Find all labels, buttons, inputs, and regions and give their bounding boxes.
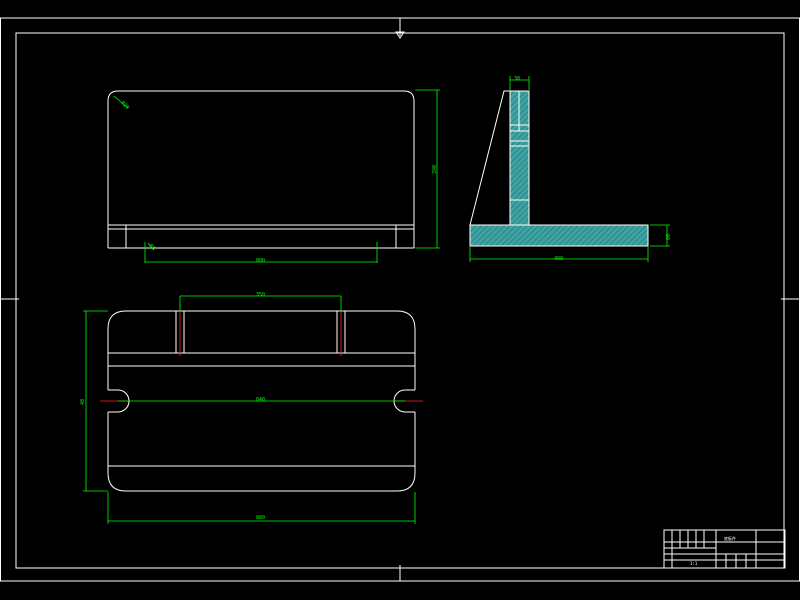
side-dim-top: 38 (514, 76, 520, 82)
side-view: 38 400 60 (469, 76, 672, 262)
front-dim-radius-top: R20 (120, 100, 131, 111)
inner-drawing-frame (15, 32, 785, 569)
top-view: 350 840 880 48 (80, 292, 423, 524)
front-dim-right: 390 (432, 165, 438, 174)
front-dim-radius-bottom: R5 (148, 243, 157, 252)
top-dim-bottom: 880 (256, 515, 265, 521)
front-view: 800 390 R20 R5 (107, 89, 440, 264)
side-dim-right: 60 (666, 234, 672, 240)
top-dim-center: 840 (256, 397, 265, 403)
side-dim-bottom: 400 (554, 256, 563, 262)
title-block: 底板件 1:1 (663, 529, 786, 569)
title-block-scale: 1:1 (690, 561, 698, 566)
front-dim-bottom: 800 (256, 258, 265, 264)
top-dim-top: 350 (256, 292, 265, 298)
title-block-title: 底板件 (724, 535, 736, 541)
centering-marks (0, 18, 800, 581)
top-dim-left: 48 (80, 399, 86, 405)
